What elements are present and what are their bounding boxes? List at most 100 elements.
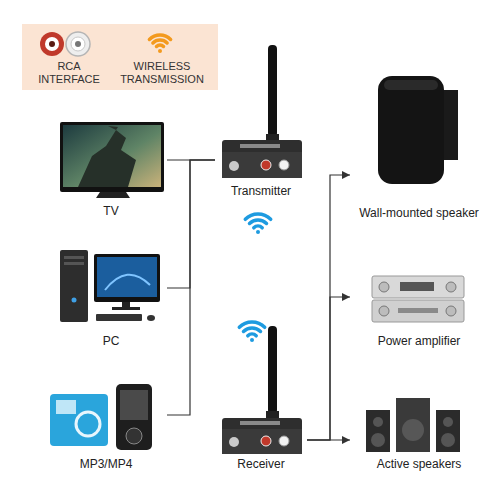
- tv-picture: [78, 130, 136, 187]
- receiver-picture: [279, 436, 289, 446]
- pc-picture: [64, 262, 84, 265]
- wifi-icon: [244, 328, 261, 332]
- wall-speaker-picture: [378, 76, 458, 184]
- device-label: Power amplifier: [378, 334, 461, 348]
- feature-banner: [22, 24, 218, 90]
- device-node: TV: [55, 118, 167, 220]
- rca-icon: [75, 41, 81, 47]
- receiver-picture: [268, 326, 277, 414]
- receiver-picture: [222, 429, 302, 454]
- feature-banner: [22, 24, 218, 90]
- wifi-icon: [250, 338, 254, 342]
- wifi-icon: [157, 45, 164, 46]
- wifi-icon: [153, 40, 167, 43]
- wifi-icon: [245, 214, 270, 234]
- device-label: PC: [103, 334, 120, 348]
- device-label: TV: [103, 204, 118, 218]
- wifi-icon: [239, 322, 264, 327]
- tv-picture: [60, 122, 164, 198]
- receiver-picture: [240, 421, 280, 425]
- tv-picture: [108, 126, 118, 130]
- pc-picture: [60, 250, 160, 322]
- rca-icon: [40, 32, 90, 56]
- power-amplifier-picture: [446, 282, 456, 292]
- active-speakers-picture: [371, 433, 385, 447]
- wifi-icon: [250, 220, 267, 224]
- feature-label: WIRELESS TRANSMISSION: [108, 60, 216, 86]
- active-speakers-picture: [396, 398, 430, 452]
- device-node: Transmitter: [215, 40, 307, 200]
- pc-picture: [147, 315, 155, 321]
- signal-connector: [307, 175, 350, 440]
- wifi-icon: [149, 35, 170, 39]
- pc-picture: [72, 298, 77, 303]
- mp3-mp4-picture: [50, 384, 152, 450]
- wifi-icon: [256, 230, 260, 234]
- transmitter-picture: [222, 140, 302, 178]
- transmitter-picture: [222, 152, 302, 178]
- receiver-picture: [222, 418, 302, 454]
- tv-picture: [63, 125, 161, 187]
- receiver-picture: [266, 411, 279, 419]
- rca-icon: [45, 37, 59, 51]
- device-label: Receiver: [237, 457, 284, 471]
- device-node: PC: [55, 246, 167, 350]
- power-amplifier-picture: [372, 300, 464, 322]
- active-speakers-picture: [443, 417, 453, 427]
- pc-picture: [96, 314, 142, 321]
- wifi-icon: [149, 35, 170, 53]
- pc-picture: [105, 275, 150, 290]
- pc-picture: [94, 254, 160, 302]
- power-amplifier-picture: [372, 276, 464, 298]
- device-node: Active speakers: [350, 388, 488, 473]
- wifi-icon: [254, 226, 262, 228]
- rca-icon: [71, 37, 85, 51]
- rca-icon: [66, 32, 90, 56]
- pc-picture: [64, 256, 84, 259]
- mp3-mp4-picture: [56, 400, 76, 414]
- device-label: MP3/MP4: [80, 457, 133, 471]
- receiver-picture: [229, 437, 239, 447]
- power-amplifier-picture: [446, 306, 456, 316]
- active-speakers-picture: [366, 410, 390, 452]
- active-speakers-picture: [373, 417, 383, 427]
- power-amplifier-picture: [372, 276, 464, 322]
- active-speakers-picture: [436, 410, 460, 452]
- device-node: Power amplifier: [350, 266, 488, 350]
- tv-picture: [60, 122, 164, 192]
- device-label: Wall-mounted speaker: [359, 206, 479, 220]
- rca-icon: [49, 41, 55, 47]
- receiver-picture: [222, 326, 302, 454]
- active-speakers-picture: [441, 433, 455, 447]
- transmitter-picture: [268, 45, 277, 137]
- transmitter-picture: [240, 144, 280, 148]
- power-amplifier-picture: [400, 282, 434, 291]
- mp3-mp4-picture: [76, 412, 100, 436]
- power-amplifier-picture: [398, 308, 438, 313]
- active-speakers-picture: [366, 398, 460, 452]
- signal-connector: [167, 160, 215, 288]
- wall-speaker-picture: [378, 76, 444, 184]
- mp3-mp4-picture: [120, 390, 148, 420]
- pc-picture: [112, 307, 140, 310]
- transmitter-picture: [261, 160, 271, 170]
- mp3-mp4-picture: [50, 394, 108, 446]
- device-label: Active speakers: [377, 457, 462, 471]
- device-node: Receiver: [215, 318, 307, 473]
- device-node: MP3/MP4: [45, 380, 167, 473]
- feature-label: RCA INTERFACE: [26, 60, 112, 86]
- wifi-icon: [239, 322, 264, 342]
- power-amplifier-picture: [379, 282, 389, 292]
- signal-connector: [307, 439, 350, 440]
- rca-icon: [40, 32, 64, 56]
- transmitter-picture: [279, 160, 289, 170]
- receiver-picture: [261, 436, 271, 446]
- transmitter-picture: [222, 45, 302, 178]
- wall-speaker-picture: [384, 80, 438, 90]
- device-node: Wall-mounted speaker: [350, 70, 488, 222]
- mp3-mp4-picture: [126, 428, 142, 444]
- device-label: Transmitter: [231, 184, 291, 198]
- wifi-icon: [248, 334, 256, 336]
- pc-picture: [97, 257, 157, 297]
